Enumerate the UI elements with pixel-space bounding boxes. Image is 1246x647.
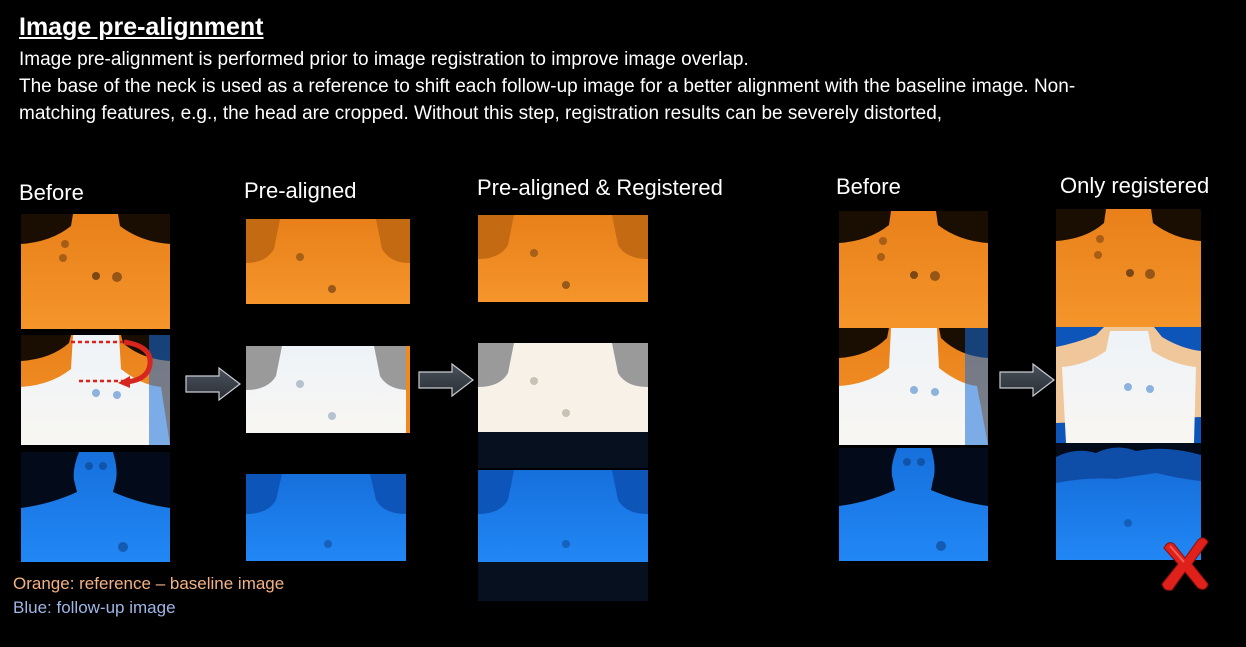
- description-line-3: matching features, e.g., the head are cr…: [19, 103, 943, 124]
- registered-followup-image: [478, 470, 648, 562]
- label-before-right: Before: [836, 174, 901, 199]
- right-arrow-icon: [418, 363, 474, 397]
- registered-baseline-image: [478, 215, 648, 302]
- prealigned-baseline-image: [246, 219, 410, 304]
- before-baseline-image: [21, 214, 170, 329]
- legend-orange: Orange: reference – baseline image: [13, 574, 285, 593]
- before-right-followup-image: [839, 448, 988, 561]
- prealigned-overlay-image: [246, 346, 410, 433]
- before-followup-image: [21, 452, 170, 562]
- prealigned-followup-image: [246, 474, 406, 561]
- description-line-2: The base of the neck is used as a refere…: [19, 76, 1076, 97]
- label-only-registered: Only registered: [1060, 173, 1210, 198]
- before-right-overlay-image: [839, 328, 988, 445]
- only-registered-baseline-image: [1056, 209, 1201, 327]
- description-line-1: Image pre-alignment is performed prior t…: [19, 49, 749, 70]
- registered-bottom-band: [478, 562, 648, 601]
- only-registered-overlay-image: [1056, 327, 1201, 443]
- right-arrow-icon: [185, 367, 241, 401]
- registered-overlay-image: [478, 343, 648, 432]
- label-pre-aligned: Pre-aligned: [244, 178, 357, 203]
- red-x-icon: [1161, 537, 1209, 591]
- right-arrow-icon: [999, 363, 1055, 397]
- legend-blue: Blue: follow-up image: [13, 598, 176, 617]
- only-registered-followup-image: [1056, 443, 1201, 560]
- curved-arrow-icon: [118, 339, 153, 388]
- registered-gap-band: [478, 432, 648, 468]
- before-right-baseline-image: [839, 211, 988, 328]
- label-before-left: Before: [19, 180, 84, 205]
- label-pre-aligned-registered: Pre-aligned & Registered: [477, 175, 723, 200]
- slide-title: Image pre-alignment: [19, 13, 264, 41]
